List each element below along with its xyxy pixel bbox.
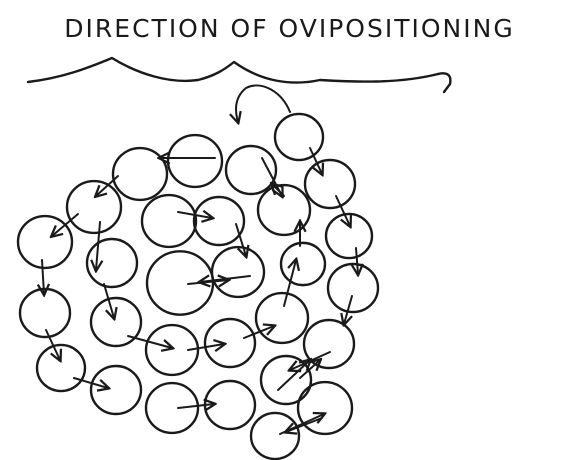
egg-11 [87,239,137,287]
egg-2 [168,135,222,187]
egg-20 [256,293,308,343]
path-arrow-15 [96,222,100,270]
egg-8 [258,185,310,235]
egg-14 [281,243,325,285]
egg-19 [205,319,255,367]
entry-arrow [236,85,290,122]
leaf-curl [438,73,450,92]
egg-path-arrows [42,148,358,434]
egg-7 [194,197,244,245]
egg-5 [67,181,121,233]
path-arrow-3 [356,248,358,274]
egg-23 [91,366,141,414]
egg-13 [212,247,264,297]
path-arrow-27 [178,404,214,408]
egg-29 [251,413,299,459]
egg-6 [142,195,196,247]
leaf-edge-line [28,58,438,83]
egg-9 [305,160,355,208]
egg-15 [326,214,372,258]
path-arrow-24 [236,224,246,256]
egg-1 [113,148,167,200]
egg-25 [146,383,198,433]
egg-28 [298,382,352,434]
egg-mass [18,114,378,459]
egg-4 [275,114,323,160]
egg-10 [18,216,72,268]
egg-17 [91,298,141,346]
egg-21 [328,264,378,312]
egg-22 [37,345,85,391]
egg-16 [20,289,70,337]
path-arrow-7 [278,360,310,390]
